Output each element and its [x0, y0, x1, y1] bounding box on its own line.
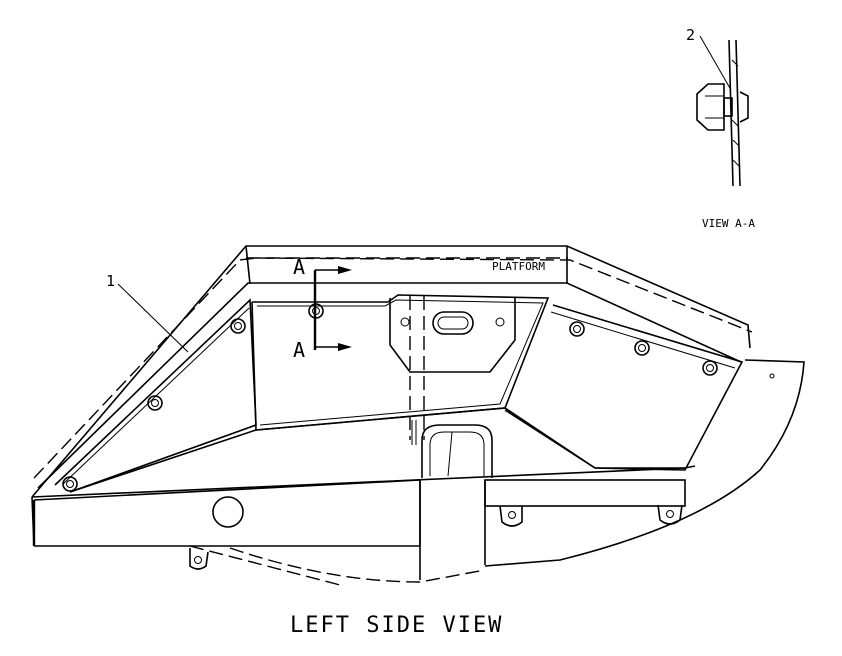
bolt — [634, 340, 650, 356]
bolt — [702, 360, 718, 376]
platform-label: PLATFORM — [492, 260, 545, 273]
callout-1: 1 — [106, 272, 115, 290]
callout-2: 2 — [686, 26, 695, 44]
bolt — [147, 395, 163, 411]
callout-1-leader — [117, 283, 189, 353]
bolt — [569, 321, 585, 337]
section-marker-top: A — [293, 255, 305, 279]
view-a-a-detail: 2 VIEW A-A — [686, 26, 755, 230]
platform-assembly — [31, 245, 805, 586]
section-marker-bottom: A — [293, 338, 305, 362]
view-a-a-title: VIEW A-A — [702, 217, 755, 230]
bolt — [62, 476, 78, 492]
section-cut-a-a: A A — [293, 255, 352, 362]
drawing-title: LEFT SIDE VIEW — [290, 613, 503, 638]
bolt — [230, 318, 246, 334]
